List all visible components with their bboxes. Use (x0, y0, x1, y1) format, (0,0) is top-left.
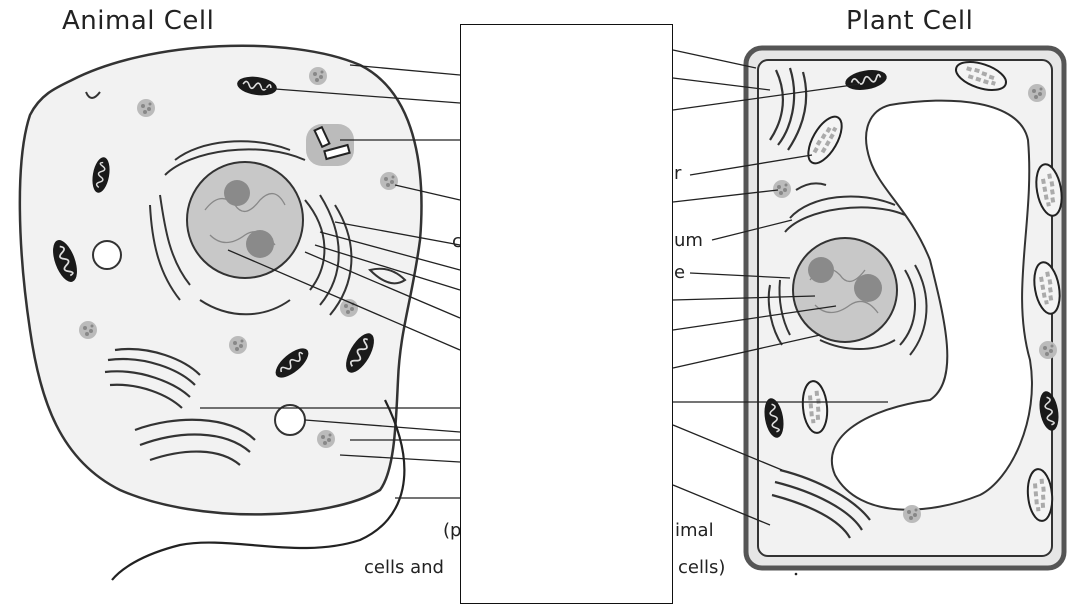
caption-fragment-left-2: cells and (364, 557, 444, 578)
caption-fragment-left-1: (p (443, 520, 461, 541)
plant-label-fragment-r: r (674, 163, 681, 184)
label-cover-box (460, 24, 673, 604)
animal-cell (20, 46, 460, 580)
plant-nucleolus (808, 257, 834, 283)
animal-nucleolus (224, 180, 250, 206)
plant-cell (673, 48, 1065, 575)
animal-cell-membrane (20, 46, 422, 515)
animal-cell-title: Animal Cell (62, 6, 214, 36)
plant-label-fragment-e: e (674, 262, 685, 283)
plant-label-fragment-reticulum: um (674, 230, 703, 251)
plant-cell-title: Plant Cell (846, 6, 973, 36)
caption-fragment-right-1: imal (675, 520, 714, 541)
caption-fragment-right-2: cells) (678, 557, 725, 578)
animal-nucleus (187, 162, 303, 278)
